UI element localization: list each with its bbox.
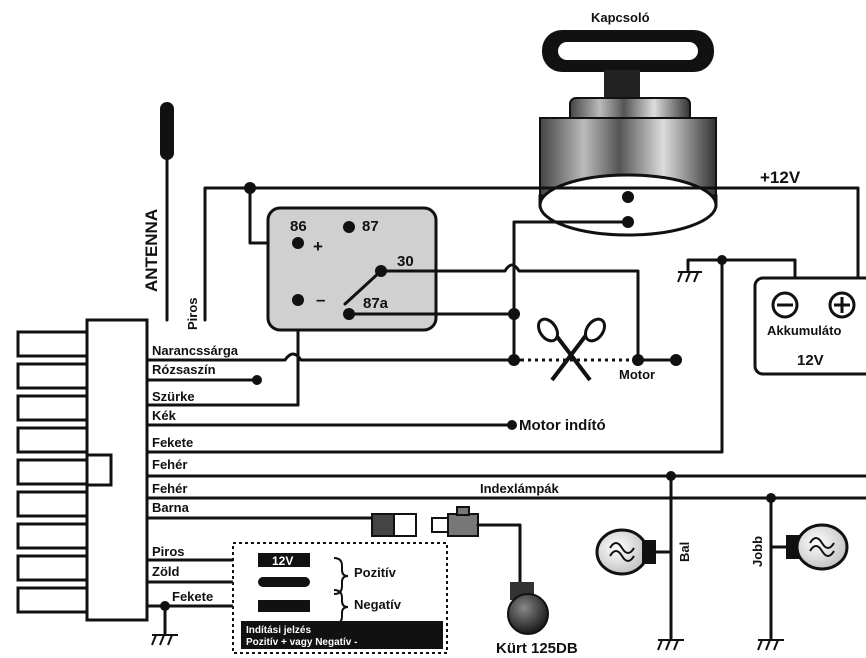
scissors-icon xyxy=(536,317,607,382)
motor-terminal xyxy=(670,354,682,366)
wire-label-fekete-bottom: Fekete xyxy=(172,589,213,604)
wire-label-feher-1: Fehér xyxy=(152,457,187,472)
wire-label-rozsaszin: Rózsaszín xyxy=(152,362,216,377)
ground-icon-left xyxy=(657,639,684,651)
ignition-switch: Kapcsoló xyxy=(538,10,718,237)
wire-label-piros-top: Piros xyxy=(185,297,200,330)
motor-label: Motor xyxy=(619,367,655,382)
antenna-icon xyxy=(160,102,174,160)
ground-icon-battery xyxy=(677,255,727,283)
note-line-1: Indítási jelzés xyxy=(246,625,311,636)
wire-label-zold: Zöld xyxy=(152,564,179,579)
bulb-left-label: Bal xyxy=(677,542,692,562)
relay-plus: + xyxy=(313,237,323,256)
relay-pin-87a: 87a xyxy=(363,295,389,312)
wire-szurke xyxy=(145,300,300,407)
wire-ignition xyxy=(512,220,630,362)
wire-horn xyxy=(476,523,522,602)
wire-label-piros-bottom: Piros xyxy=(152,544,185,559)
tag-12v-label: 12V xyxy=(272,554,293,568)
brace-positive xyxy=(333,557,349,595)
connector-latch xyxy=(85,453,113,487)
positive-label: Pozitív xyxy=(354,565,397,580)
horn-connector xyxy=(371,506,479,537)
brace-negative xyxy=(333,589,349,625)
indicators-label: Indexlámpák xyxy=(480,481,560,496)
bulb-right-label: Jobb xyxy=(750,536,765,567)
bulb-right-icon xyxy=(771,523,849,571)
motor-start-label: Motor indító xyxy=(519,417,606,434)
ignition-switch-label: Kapcsoló xyxy=(591,10,650,25)
wire-label-szurke: Szürke xyxy=(152,389,195,404)
relay-pin-87: 87 xyxy=(362,218,379,235)
horn-label: Kürt 125DB xyxy=(496,640,578,657)
supply-label: +12V xyxy=(760,168,801,187)
wire-label-feher-2: Fehér xyxy=(152,481,187,496)
note-box xyxy=(241,621,443,649)
ground-icon xyxy=(151,634,178,646)
polarity-box: 12V Pozitív Negatív Indítási jelzés Pozi… xyxy=(232,542,448,654)
negative-label: Negatív xyxy=(354,597,402,612)
battery-voltage: 12V xyxy=(797,352,824,369)
relay-pin-86: 86 xyxy=(290,218,307,235)
relay-pin-30: 30 xyxy=(397,253,414,270)
wire-narancssarga xyxy=(145,352,522,362)
relay-minus: – xyxy=(316,290,325,309)
wire-label-barna: Barna xyxy=(152,500,190,515)
positive-lead xyxy=(258,577,310,587)
wire-label-kek: Kék xyxy=(152,408,177,423)
tag-12v xyxy=(258,553,310,567)
wire-label-narancssarga: Narancssárga xyxy=(152,343,239,358)
battery-label: Akkumuláto xyxy=(767,323,841,338)
wire-fekete xyxy=(145,258,724,454)
horn-icon xyxy=(507,582,549,635)
wire-piros-top xyxy=(203,186,860,322)
negative-lead xyxy=(258,600,310,612)
antenna: ANTENNA xyxy=(142,102,174,322)
ignition-terminal-1 xyxy=(622,191,634,203)
bulb-left-icon xyxy=(595,528,671,576)
control-unit-connector xyxy=(16,318,149,622)
battery: Akkumuláto 12V xyxy=(753,276,866,376)
relay: 86 + 87 30 – 87a xyxy=(266,206,438,332)
antenna-label: ANTENNA xyxy=(142,209,161,292)
ground-icon-right xyxy=(757,639,784,651)
note-line-2: Pozitív + vagy Negatív - xyxy=(246,637,357,648)
wire-label-fekete: Fekete xyxy=(152,435,193,450)
